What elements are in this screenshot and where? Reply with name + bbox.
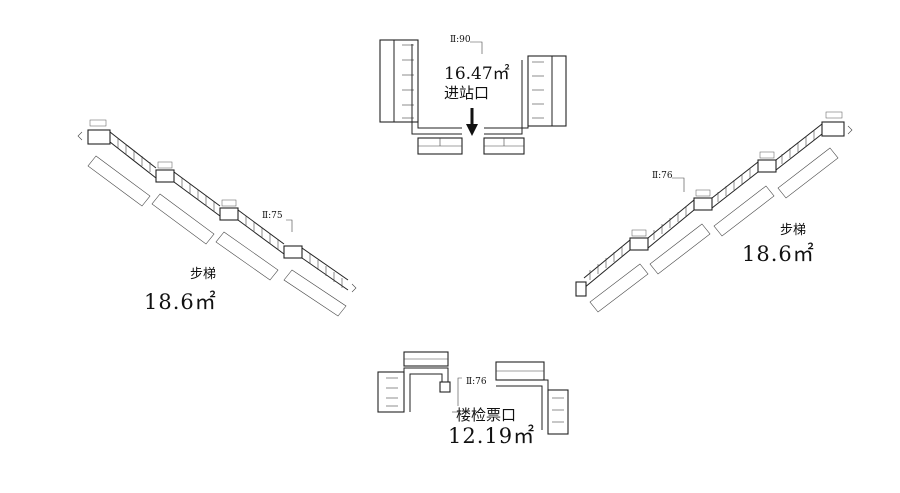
entrance-arrow-icon [466,124,478,136]
left-landing-4 [283,245,303,259]
top-right-dimension-board [527,55,567,127]
top-left-wall [417,44,462,129]
right-landing-2 [757,159,777,173]
left-stair-section [77,119,357,317]
bottom-u-wall [403,367,449,412]
top-elevation-leader [470,41,483,54]
left-name-label: 步梯 [190,267,217,282]
left-elevation-label: Ⅱ:75 [262,211,283,221]
right-elevation-leader [672,177,685,192]
left-landing-2 [155,169,175,183]
left-elevation-leader [286,219,293,232]
left-landing-3 [219,207,239,221]
bottom-area-label: 12.19㎡ [448,424,536,448]
top-entrance-section [379,39,567,155]
bottom-gate-section [377,351,569,435]
right-stair-section [575,111,853,313]
left-area-label: 18.6㎡ [144,290,217,314]
right-landing-3 [693,197,713,211]
bottom-elevation-leader [457,377,462,406]
right-name-label: 步梯 [780,223,807,238]
right-elevation-label: Ⅱ:76 [652,171,673,181]
bottom-name-label: 楼检票口 [456,406,517,424]
right-landing-1 [821,121,845,137]
bottom-elevation-label: Ⅱ:76 [466,377,487,387]
right-area-label: 18.6㎡ [742,242,815,266]
bottom-right-dimension-board [547,389,569,435]
top-elevation-label: Ⅱ:90 [450,35,471,45]
top-right-wall [484,60,529,129]
right-landing-4 [629,237,649,251]
left-landing-1 [87,129,111,145]
top-area-label: 16.47㎡ [444,64,510,84]
top-name-label: 进站口 [444,84,490,102]
